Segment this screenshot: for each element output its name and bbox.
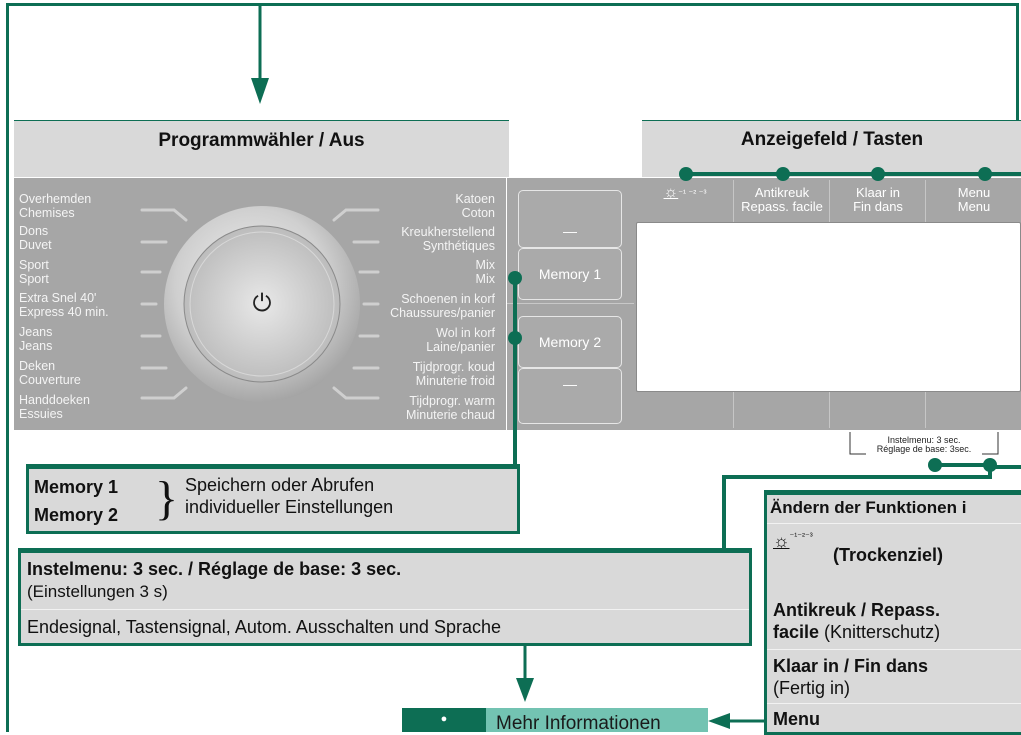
settings-text: Endesignal, Tastensignal, Autom. Ausscha…	[27, 617, 501, 637]
memory-1-button[interactable]: Memory 1	[518, 248, 622, 300]
memory-2-label: Memory 2	[34, 505, 119, 525]
memory-info-box: Memory 1 Memory 2 } Speichern oder Abruf…	[26, 464, 520, 534]
antikreuk-title-2: facile	[773, 622, 820, 642]
functions-info-box: Ändern der Funktionen i ☼⁻¹⁻²⁻³ (Trocken…	[764, 490, 1021, 735]
functions-header: Ändern der Funktionen i	[770, 498, 967, 517]
key-label: Menu	[957, 199, 991, 214]
memory-up-button[interactable]: —	[518, 190, 622, 248]
key-connector-line	[679, 167, 1021, 181]
settings-subtitle: (Einstellungen 3 s)	[27, 582, 168, 601]
key-drying-level[interactable]: ☼⁻¹ ⁻² ⁻³	[645, 184, 725, 201]
hold-note-bracket	[849, 432, 999, 455]
finish-in-desc: (Fertig in)	[773, 678, 851, 698]
more-info-link[interactable]: Mehr Informationen	[486, 708, 708, 732]
memory-panel-divider	[507, 303, 634, 304]
drying-level-item: ☼⁻¹⁻²⁻³	[773, 531, 813, 552]
key-label: Menu	[957, 185, 991, 200]
antikreuk-item: Antikreuk / Repass. facile (Knitterschut…	[773, 599, 940, 643]
program-dial[interactable]	[14, 178, 506, 430]
arrow-to-more-info	[516, 646, 534, 702]
more-info-bullet-box: ●	[402, 708, 486, 732]
settings-divider	[21, 609, 749, 610]
sun-icon: ☼	[773, 531, 790, 551]
hold-note-line: Instelmenu: 3 sec.	[887, 435, 961, 445]
arrow-to-selector	[251, 4, 269, 104]
settings-title: Instelmenu: 3 sec. / Réglage de base: 3 …	[27, 559, 402, 579]
brace: }	[155, 472, 179, 525]
key-label: Repass. facile	[741, 199, 823, 214]
functions-connector	[990, 465, 1021, 469]
header-program-selector: Programmwähler / Aus	[14, 120, 509, 177]
hold-note: Instelmenu: 3 sec. Réglage de base: 3sec…	[860, 436, 988, 454]
memory-down-button[interactable]: —	[518, 368, 622, 424]
functions-divider	[767, 649, 1021, 650]
functions-divider	[767, 703, 1021, 704]
hold-note-line: Réglage de base: 3sec.	[876, 444, 972, 454]
sun-icon: ☼	[663, 184, 679, 201]
finish-in-title: Klaar in / Fin dans	[773, 656, 929, 676]
arrow-to-more-info-left	[708, 713, 768, 729]
key-label: Klaar in	[855, 185, 901, 200]
settings-info-box: Instelmenu: 3 sec. / Réglage de base: 3 …	[18, 548, 752, 646]
display-screen	[636, 222, 1021, 392]
outer-frame-top	[6, 3, 1019, 6]
memory-description-1: Speichern oder Abrufen	[185, 475, 375, 495]
outer-frame-left	[6, 3, 9, 732]
key-label: Fin dans	[853, 199, 903, 214]
memory-1-label: Memory 1	[34, 477, 119, 497]
key-label: ⁻¹ ⁻² ⁻³	[678, 188, 707, 198]
memory-2-button[interactable]: Memory 2	[518, 316, 622, 368]
functions-header-divider	[767, 523, 1021, 524]
drying-level-sup: ⁻¹⁻²⁻³	[789, 531, 813, 541]
antikreuk-title: Antikreuk / Repass.	[773, 600, 941, 620]
outer-frame-right	[1016, 3, 1019, 173]
program-label: Extra Snel 40'Express 40 min.	[19, 291, 109, 319]
antikreuk-desc: (Knitterschutz)	[819, 622, 941, 642]
memory-description-2: individueller Einstellungen	[185, 497, 394, 517]
finish-in-item: Klaar in / Fin dans (Fertig in)	[773, 655, 928, 699]
menu-item: Menu	[773, 709, 820, 729]
drying-level-label: (Trockenziel)	[833, 545, 944, 565]
header-display-buttons: Anzeigefeld / Tasten	[642, 120, 1021, 177]
key-label: Antikreuk	[754, 185, 810, 200]
memory-connector	[508, 271, 522, 466]
power-icon: ⏻	[252, 290, 272, 317]
